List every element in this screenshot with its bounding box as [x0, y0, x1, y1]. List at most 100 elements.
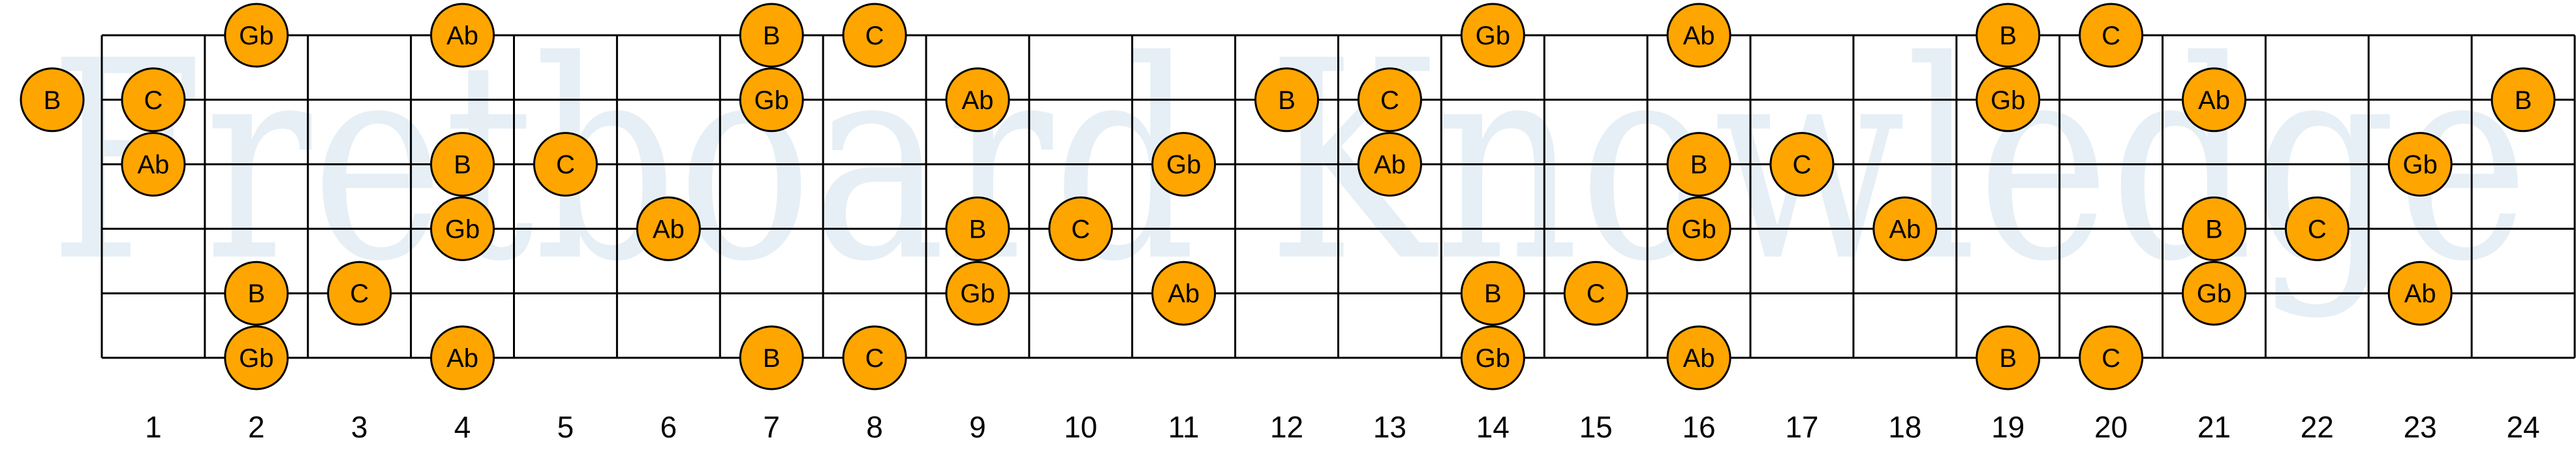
note-marker: B — [1666, 132, 1731, 197]
note-circle — [430, 196, 495, 261]
note-label: B — [1690, 151, 1708, 180]
note-circle — [2387, 132, 2453, 197]
fret-number: 1 — [145, 410, 162, 444]
note-circle — [1254, 67, 1320, 133]
note-label: Gb — [960, 279, 995, 308]
fret-number: 9 — [969, 410, 986, 444]
note-marker: Gb — [1151, 132, 1217, 197]
fret-number: 17 — [1785, 410, 1818, 444]
note-label: B — [2205, 215, 2223, 244]
fret-number: 22 — [2301, 410, 2334, 444]
fret-number: 10 — [1064, 410, 1097, 444]
note-marker: Gb — [1976, 67, 2041, 133]
note-label: Gb — [239, 344, 273, 373]
note-circle — [1563, 261, 1628, 326]
note-circle — [121, 132, 186, 197]
note-marker: B — [1976, 325, 2041, 390]
fret-number: 5 — [557, 410, 574, 444]
note-label: C — [2102, 344, 2120, 373]
note-marker: B — [739, 325, 804, 390]
note-label: Ab — [446, 22, 478, 50]
note-circle — [1976, 67, 2041, 133]
note-circle — [1048, 196, 1113, 261]
note-circle — [1357, 132, 1422, 197]
note-circle — [739, 3, 804, 68]
note-marker: C — [1769, 132, 1835, 197]
fret-number: 12 — [1270, 410, 1303, 444]
note-label: Ab — [961, 86, 993, 115]
note-label: C — [1380, 86, 1399, 115]
note-label: Ab — [1374, 151, 1406, 180]
note-label: B — [1484, 279, 1502, 308]
note-label: Gb — [1476, 344, 1510, 373]
note-circle — [430, 132, 495, 197]
note-circle — [945, 196, 1010, 261]
note-marker: Gb — [1460, 3, 1525, 68]
note-label: Gb — [1991, 86, 2025, 115]
note-circle — [224, 325, 289, 390]
note-marker: C — [2079, 3, 2144, 68]
note-marker: C — [1357, 67, 1422, 133]
note-marker: Ab — [2181, 67, 2246, 133]
note-circle — [1769, 132, 1835, 197]
note-circle — [224, 3, 289, 68]
note-marker: Ab — [2387, 261, 2453, 326]
note-circle — [1666, 132, 1731, 197]
note-label: C — [350, 279, 369, 308]
note-marker: Ab — [1666, 325, 1731, 390]
note-circle — [224, 261, 289, 326]
note-label: B — [454, 151, 471, 180]
note-circle — [2284, 196, 2350, 261]
note-label: B — [44, 86, 61, 115]
note-circle — [1460, 3, 1525, 68]
fret-number: 7 — [763, 410, 780, 444]
note-label: Gb — [239, 22, 273, 50]
note-label: B — [763, 344, 781, 373]
note-circle — [945, 67, 1010, 133]
fret-number: 16 — [1682, 410, 1715, 444]
note-circle — [121, 67, 186, 133]
note-label: B — [1999, 344, 2017, 373]
note-circle — [1151, 132, 1217, 197]
note-marker: B — [224, 261, 289, 326]
note-circle — [2181, 67, 2246, 133]
fret-number: 23 — [2404, 410, 2437, 444]
fret-number: 14 — [1476, 410, 1510, 444]
note-label: C — [1587, 279, 1606, 308]
note-circle — [2079, 325, 2144, 390]
fret-number: 21 — [2197, 410, 2231, 444]
note-marker: Ab — [945, 67, 1010, 133]
note-label: C — [2102, 22, 2120, 50]
note-circle — [1666, 3, 1731, 68]
note-marker: Gb — [224, 325, 289, 390]
note-marker: Ab — [430, 325, 495, 390]
note-marker: Gb — [945, 261, 1010, 326]
note-marker: B — [1976, 3, 2041, 68]
watermark: Fretboard Knowledge — [49, 3, 2529, 322]
note-circle — [636, 196, 701, 261]
note-label: Gb — [2403, 151, 2438, 180]
note-label: Gb — [445, 215, 480, 244]
note-circle — [1872, 196, 1938, 261]
note-label: Ab — [1168, 279, 1200, 308]
note-circle — [2181, 261, 2246, 326]
note-label: C — [144, 86, 163, 115]
note-circle — [2181, 196, 2246, 261]
fret-number: 4 — [454, 410, 471, 444]
note-marker: B — [945, 196, 1010, 261]
note-label: Ab — [1683, 22, 1715, 50]
note-circle — [739, 325, 804, 390]
note-circle — [533, 132, 598, 197]
note-label: B — [247, 279, 265, 308]
note-circle — [2387, 261, 2453, 326]
note-marker: Ab — [1872, 196, 1938, 261]
fret-number: 6 — [660, 410, 677, 444]
note-label: Ab — [653, 215, 685, 244]
note-label: Ab — [1889, 215, 1921, 244]
note-marker: B — [20, 67, 85, 133]
note-marker: Gb — [1666, 196, 1731, 261]
note-circle — [1460, 325, 1525, 390]
note-label: C — [2308, 215, 2327, 244]
note-circle — [739, 67, 804, 133]
